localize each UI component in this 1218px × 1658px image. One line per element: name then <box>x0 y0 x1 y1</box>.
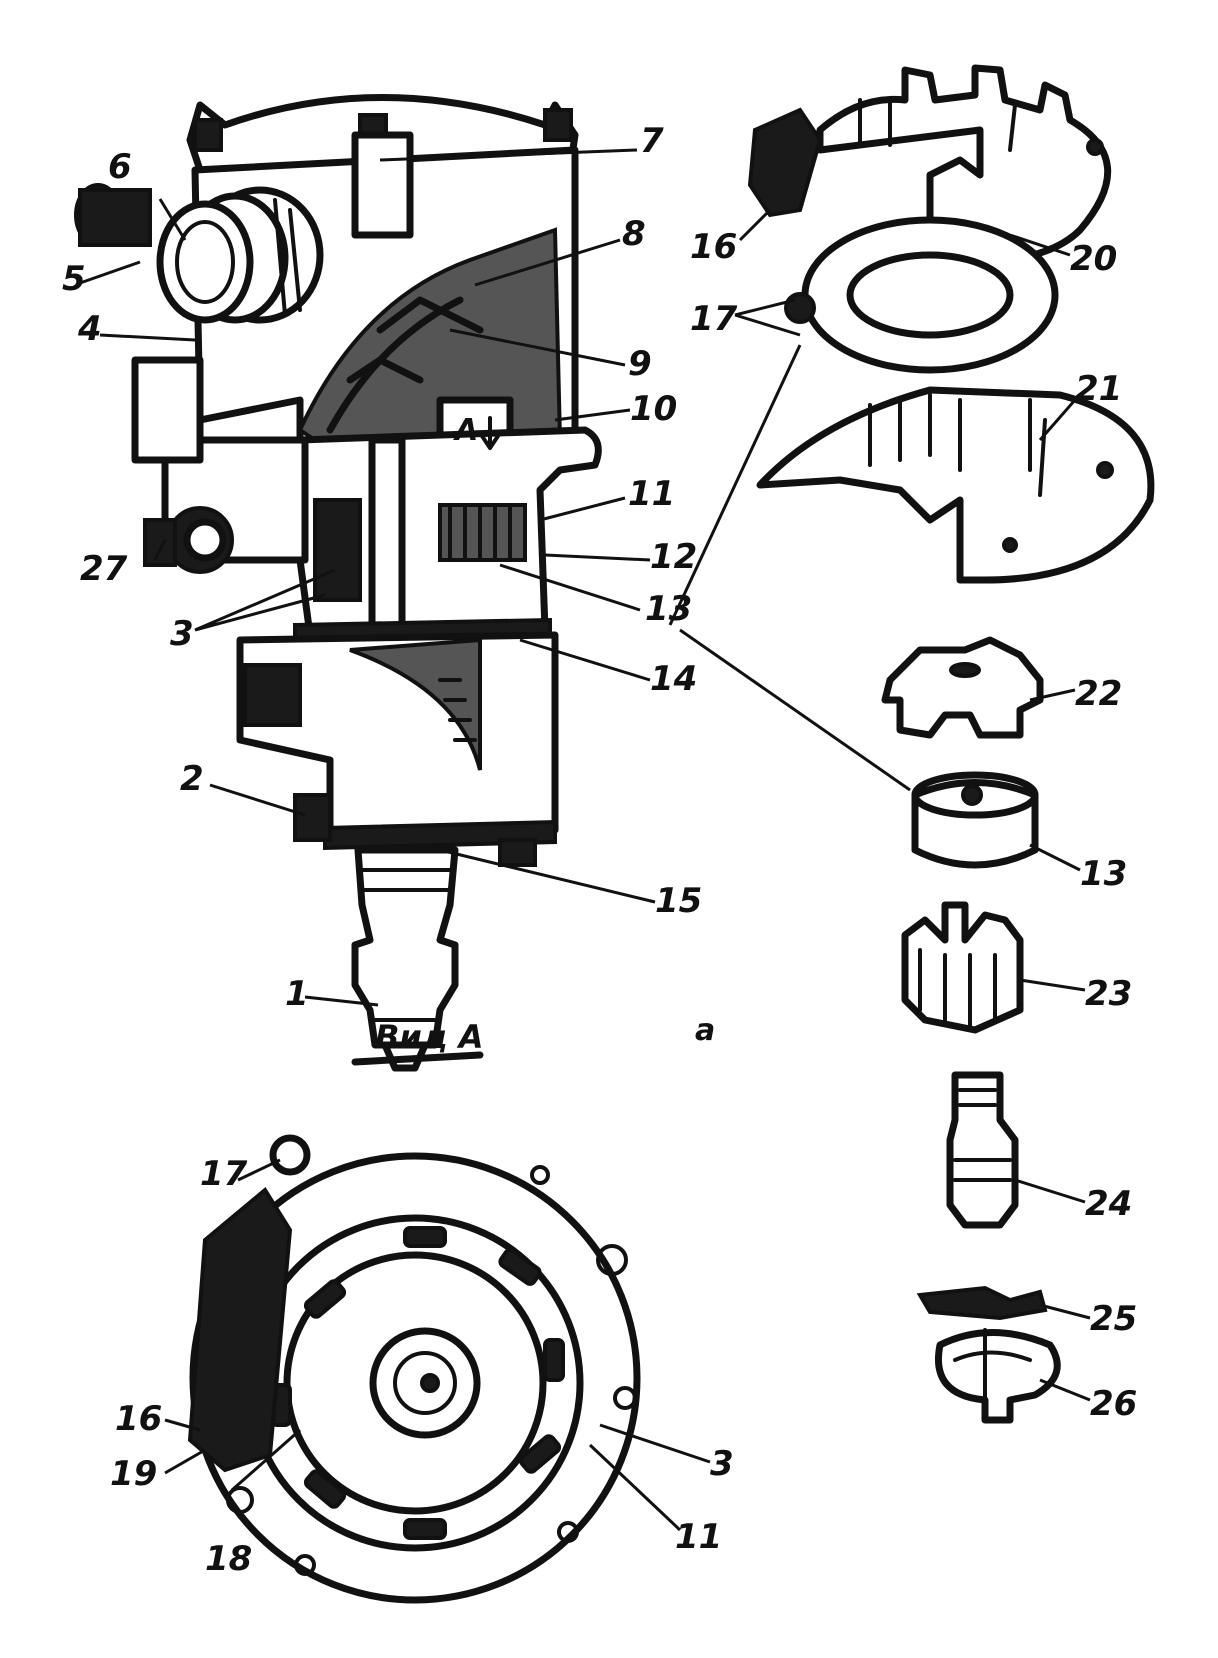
section-arrow-label: A <box>453 413 478 448</box>
side-valve <box>131 356 204 464</box>
part-21-hole-2 <box>1002 537 1018 553</box>
part-23-gear <box>901 901 1024 1034</box>
cutaway-detail <box>326 296 484 434</box>
plug-2 <box>293 793 332 842</box>
callout-3-view: 3 <box>710 1444 734 1484</box>
callout-8: 8 <box>622 214 646 254</box>
part-22-hole <box>949 662 981 678</box>
cutaway <box>297 227 563 453</box>
callout-17-view: 17 <box>200 1154 248 1194</box>
part-21 <box>756 386 1155 584</box>
lower-gear-teeth <box>438 678 477 742</box>
view-a-screw <box>269 1134 311 1176</box>
callout-26: 26 <box>1090 1384 1137 1424</box>
callout-2: 2 <box>180 759 204 799</box>
view-a-holes <box>226 1165 637 1576</box>
main-assembly <box>74 94 602 1072</box>
part-25-bracket <box>916 1285 1048 1321</box>
callout-15: 15 <box>655 881 702 921</box>
lower-cutaway <box>349 637 482 771</box>
part-23-teeth <box>918 948 997 1027</box>
callout-10: 10 <box>630 389 677 429</box>
solenoid-coil <box>74 183 324 324</box>
view-a-hub-center <box>420 1373 440 1393</box>
part-13-top <box>911 771 1039 819</box>
view-a-assembly <box>187 1051 641 1604</box>
leader-lines <box>79 148 1091 1532</box>
shaft-rings <box>358 868 452 1022</box>
part-13-hole <box>961 784 983 806</box>
callout-16-top: 16 <box>690 227 737 267</box>
section-arrow <box>480 416 500 450</box>
part-26-detail <box>953 1328 1032 1402</box>
part-20-hole <box>1086 138 1104 156</box>
callout-13-right: 13 <box>1080 854 1127 894</box>
callout-23: 23 <box>1085 974 1132 1014</box>
callout-12: 12 <box>650 537 697 577</box>
part-13-disc <box>911 779 1039 869</box>
spool-shaft <box>368 436 406 634</box>
callout-3: 3 <box>170 614 194 654</box>
left-gear <box>313 498 362 602</box>
gear-pack <box>438 503 527 562</box>
part-21-hole <box>1096 461 1114 479</box>
plate-bolt <box>498 838 537 867</box>
callout-16-view: 16 <box>115 1399 162 1439</box>
callout-19: 19 <box>110 1454 157 1494</box>
callout-5: 5 <box>62 259 86 299</box>
callout-4: 4 <box>77 309 102 349</box>
callout-25: 25 <box>1090 1299 1137 1339</box>
figure-letter: а <box>695 1013 715 1048</box>
boss-block <box>351 131 414 239</box>
view-a-title: Вид А <box>375 1018 484 1056</box>
cover-bolt <box>543 108 573 142</box>
fitting-27 <box>143 506 234 574</box>
callout-27: 27 <box>80 549 128 589</box>
callout-11-view: 11 <box>675 1517 722 1557</box>
view-a-slots <box>270 1226 565 1540</box>
ring-17 <box>801 216 1059 374</box>
callout-18: 18 <box>205 1539 252 1579</box>
cover-bolt <box>193 118 223 152</box>
ring-17-bolt <box>784 292 816 324</box>
callout-21: 21 <box>1075 369 1122 409</box>
callout-6: 6 <box>108 147 132 187</box>
callout-14: 14 <box>650 659 697 699</box>
callout-1: 1 <box>285 974 309 1014</box>
part-26-clip <box>935 1329 1061 1424</box>
part-20-slots <box>858 98 1017 152</box>
view-a-hub-core <box>393 1351 457 1415</box>
callout-22: 22 <box>1075 674 1122 714</box>
callout-labels: 1 2 3 4 5 6 7 8 9 10 11 12 13 14 15 27 1… <box>62 121 1137 1579</box>
view-a-middle-ring <box>283 1251 547 1515</box>
lower-side-block <box>243 663 302 727</box>
callout-24: 24 <box>1085 1184 1132 1224</box>
callout-9: 9 <box>628 344 652 384</box>
callout-13: 13 <box>645 589 692 629</box>
part-24-threads <box>953 1088 1012 1182</box>
callout-11: 11 <box>628 474 675 514</box>
part-21-teeth <box>868 393 1047 497</box>
callout-17-top: 17 <box>690 299 738 339</box>
exploded-upper-gear-parts <box>747 64 1155 584</box>
gear-teeth <box>448 503 512 562</box>
view-a-hub <box>369 1327 481 1439</box>
shaft-nozzle <box>351 846 459 1049</box>
view-a-title-underline <box>351 1051 484 1066</box>
callout-7: 7 <box>640 121 664 161</box>
ring-17-inner <box>846 251 1014 339</box>
part-16-pinion <box>747 107 823 218</box>
part-22-star <box>881 636 1044 739</box>
exploded-lower-parts <box>881 636 1061 1424</box>
callout-20: 20 <box>1070 239 1117 279</box>
part-24-screw <box>946 1071 1019 1229</box>
